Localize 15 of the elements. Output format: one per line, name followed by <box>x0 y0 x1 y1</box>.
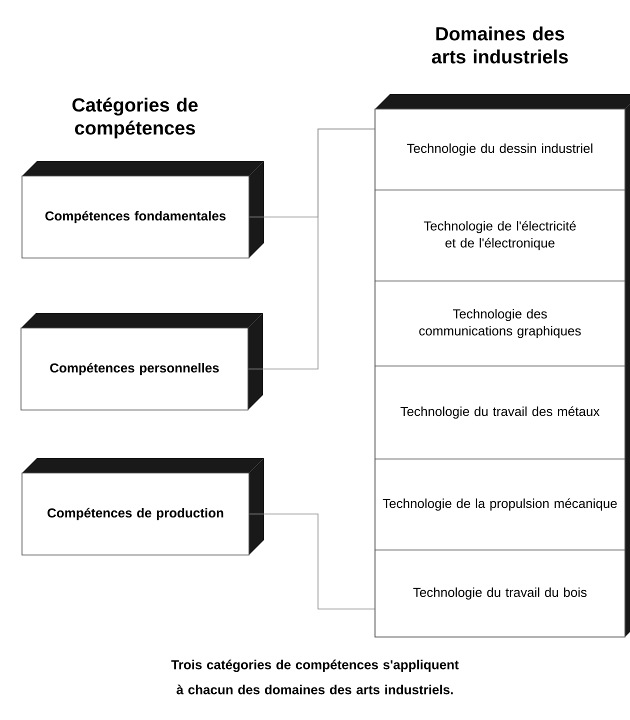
connector-line <box>248 128 375 370</box>
domain-cell: Technologie de la propulsion mécanique <box>374 458 626 550</box>
block-box: Compétences personnelles <box>20 313 263 410</box>
column-box <box>374 94 630 638</box>
domain-cell: Technologie du travail des métaux <box>374 366 626 460</box>
column-heading: Domaines des arts industriels <box>432 26 568 64</box>
block-box: Compétences fondamentales <box>22 161 264 258</box>
connector-line <box>249 514 375 610</box>
domain-cell: Technologie du travail du bois <box>374 550 626 638</box>
domain-cell: Technologie des communications graphiques <box>374 280 626 366</box>
caption: Trois catégories de compétences s'appliquent à chacun des domaines des arts industriels. <box>171 660 459 694</box>
domain-cell: Technologie de l'électricité et de l'électronique <box>374 190 626 282</box>
domain-cell: Technologie du dessin industriel <box>374 108 626 190</box>
block-box: Compétences de production <box>22 458 264 556</box>
column-heading: Catégories de compétences <box>72 98 198 138</box>
